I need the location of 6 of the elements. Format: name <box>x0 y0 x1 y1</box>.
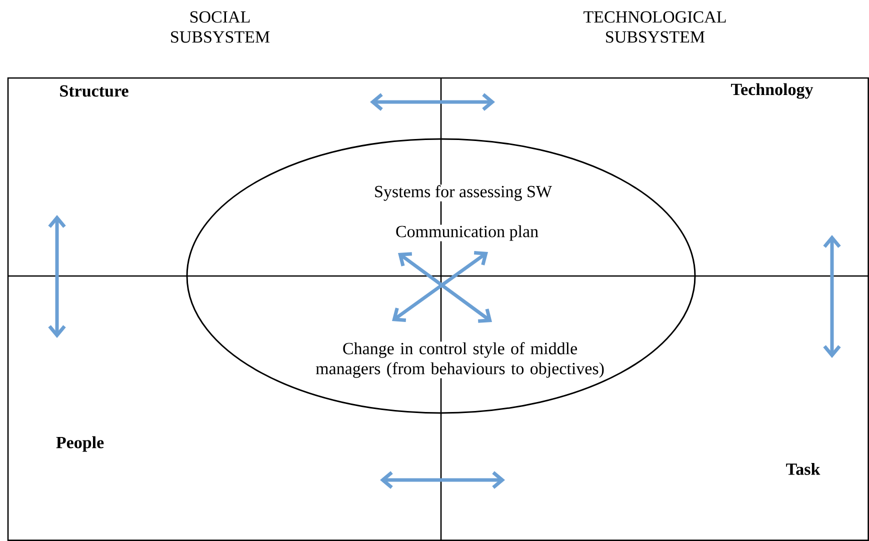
subsystem-heading: TECHNOLOGICAL SUBSYSTEM <box>584 11 726 43</box>
corner-label: Technology <box>731 83 814 99</box>
corner-label: People <box>56 436 104 452</box>
corner-label: Structure <box>60 85 128 97</box>
subsystem-heading: SOCIAL SUBSYSTEM <box>171 11 270 43</box>
corner-label: Task <box>786 463 820 475</box>
